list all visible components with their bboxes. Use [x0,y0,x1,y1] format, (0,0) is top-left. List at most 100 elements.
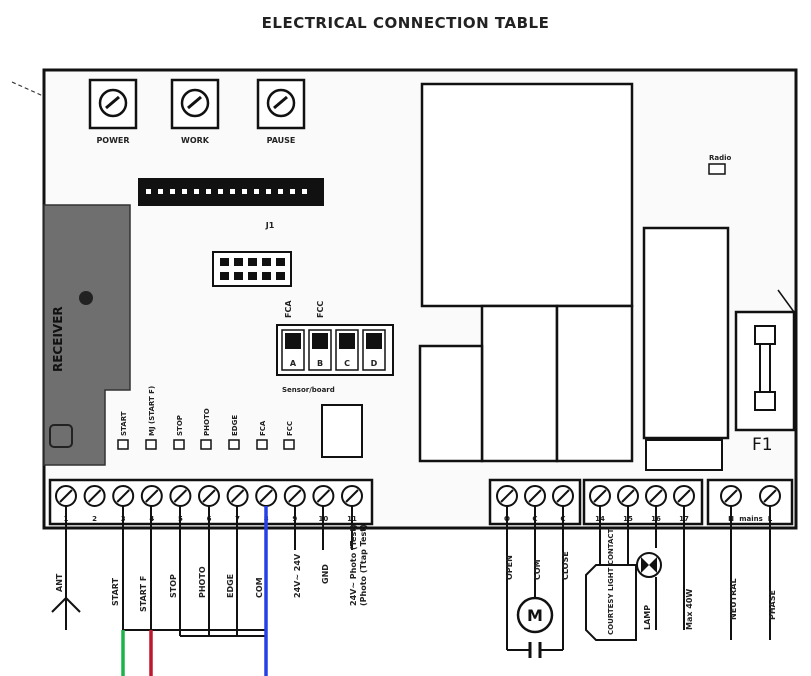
trimmer-power[interactable]: POWER [88,78,138,145]
screw-slot [288,489,302,503]
screw-slot [173,489,188,503]
j1-pin [242,189,247,194]
lamp-note-label: Max 40W [685,589,694,630]
control-output-label: EDGE [226,574,235,598]
input-led [283,439,295,450]
control-output-label: PHOTO [198,566,207,598]
dip-letter: C [344,359,350,368]
screw-slot [528,489,542,503]
j1-pin [146,189,151,194]
antenna-label: ANT [55,573,64,592]
dip-letter: B [317,359,323,368]
j1-pin [254,189,259,194]
header-pin [262,272,271,280]
control-terminal-number: 2 [92,515,97,523]
header-pin [248,258,257,266]
input-led-label: START [120,411,128,436]
dip-label-fca: FCA [284,300,293,318]
radio-indicator: Radio [708,154,732,175]
header-pin [248,272,257,280]
j1-pin [278,189,283,194]
control-output-label: STOP [169,574,178,598]
power-label: NEUTRAL [729,578,738,620]
j1-pin [194,189,199,194]
dip-letter: D [371,359,378,368]
relay-1 [480,304,559,463]
screw-slot [87,489,102,503]
connector-j1-label: J1 [265,221,275,230]
trimmer-power-label: POWER [96,136,129,145]
fuse-label: F1 [752,435,773,455]
relay-4 [642,226,730,440]
j1-pin [290,189,295,194]
screw-slot [145,489,159,503]
input-led [200,439,212,450]
motor-label: CLOSE [561,551,570,580]
screw-slot [230,489,245,503]
dip-note: Sensor/board [282,386,335,394]
relay-5 [645,439,723,471]
input-led [228,439,240,450]
trimmer-pause-label: PAUSE [267,136,296,145]
input-led [145,439,157,450]
j1-pin [206,189,211,194]
power-label: PHASE [768,590,777,620]
fuse-f1[interactable]: F1 [734,289,796,455]
motor-letter: M [527,606,543,625]
motor-label: COM [533,559,542,580]
screw-slot [677,489,691,503]
antenna-wire [65,597,81,613]
courtesy-light-label: COURTESY LIGHT CONTACT [607,528,615,635]
j1-pin [170,189,175,194]
connector-j1: J1 [138,178,324,230]
screw-slot [345,489,359,503]
j1-pin [302,189,307,194]
screw-slot [621,489,635,503]
out-24v-label: 24V~ 24V [293,553,302,598]
trimmer-work[interactable]: WORK [170,78,220,145]
trimmer-work-label: WORK [181,136,210,145]
screw-slot [556,489,570,503]
header-pin [276,258,285,266]
header-pin [220,258,229,266]
j1-pin [230,189,235,194]
start-f-label: START F [139,576,148,612]
input-led-label: EDGE [231,415,239,436]
dip-knob [312,333,328,349]
screw-slot [649,489,663,503]
transformer [420,82,634,308]
mains-label: mains [739,515,763,523]
screw-slot [202,489,216,503]
start-label: START [111,577,120,606]
screw-slot [763,489,777,503]
j1-pin [266,189,271,194]
dip-knob [285,333,301,349]
screw-slot [593,489,607,503]
input-led [256,439,268,450]
dip-label-fcc: FCC [316,301,325,318]
screw-slot [259,489,273,503]
pin-header [212,251,292,287]
header-pin [262,258,271,266]
antenna-wire [51,597,67,613]
screw-slot [316,489,331,503]
input-led-label: MJ (START F) [148,386,156,436]
relay-3 [418,344,484,463]
j1-pin [182,189,187,194]
input-led [173,439,185,450]
capacitor [321,404,363,458]
header-pin [220,272,229,280]
motor-label: OPEN [505,555,514,580]
j1-pin [218,189,223,194]
input-led-label: STOP [176,415,184,436]
input-led-label: PHOTO [203,408,211,436]
receiver-label: RECEIVER [51,306,65,372]
trimmer-pause[interactable]: PAUSE [256,78,306,145]
diagram-title: ELECTRICAL CONNECTION TABLE [261,14,550,32]
courtesy-light-box [585,564,637,641]
motor-symbol [516,596,554,634]
